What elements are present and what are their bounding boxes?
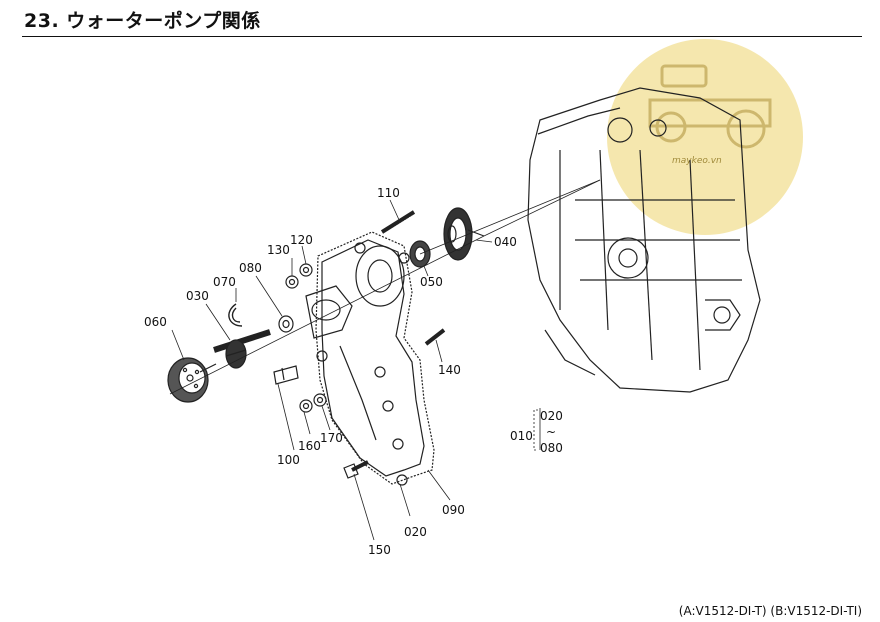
label-130: 130: [267, 243, 290, 257]
stud-bolt-140: [424, 328, 446, 346]
shaft-bearing-part: [213, 329, 271, 369]
label-090: 090: [442, 503, 465, 517]
assembly-range-to: 080: [540, 441, 563, 455]
part-labels: 110 120 130 070 080 030 060 040 050 140 …: [144, 186, 517, 557]
title-underline: [22, 36, 862, 37]
page-title: 23. ウォーターポンプ関係: [24, 10, 261, 32]
label-080-top: 080: [239, 261, 262, 275]
assembly-range-tilde: ~: [546, 425, 556, 439]
label-070: 070: [213, 275, 236, 289]
label-120: 120: [290, 233, 313, 247]
label-040: 040: [494, 235, 517, 249]
model-footnote: (A:V1512-DI-T) (B:V1512-DI-TI): [678, 604, 862, 618]
nut-parts: [285, 263, 313, 289]
assembly-range-from: 020: [540, 409, 563, 423]
nut-parts-lower: [299, 393, 327, 413]
label-050: 050: [420, 275, 443, 289]
pump-housing-and-gasket: [305, 231, 435, 486]
assembly-note: 010 020 ~ 080: [510, 409, 563, 455]
bolt-100: [273, 365, 299, 385]
assembly-main-number: 010: [510, 429, 533, 443]
pulley-flange-part: [167, 357, 217, 403]
label-160: 160: [298, 439, 321, 453]
label-100: 100: [277, 453, 300, 467]
washer-part: [278, 315, 294, 333]
label-110: 110: [377, 186, 400, 200]
label-020: 020: [404, 525, 427, 539]
watermark-logo: maykeo.vn: [607, 39, 803, 235]
impeller-part: [443, 207, 485, 261]
label-170: 170: [320, 431, 343, 445]
stud-bolt-110: [380, 210, 416, 235]
engine-block: [527, 87, 761, 393]
watermark-text: maykeo.vn: [672, 156, 722, 166]
clip-part: [228, 303, 243, 327]
label-150: 150: [368, 543, 391, 557]
label-060: 060: [144, 315, 167, 329]
label-140: 140: [438, 363, 461, 377]
leader-lines: [169, 179, 601, 541]
label-030: 030: [186, 289, 209, 303]
bolt-150: [343, 460, 369, 479]
